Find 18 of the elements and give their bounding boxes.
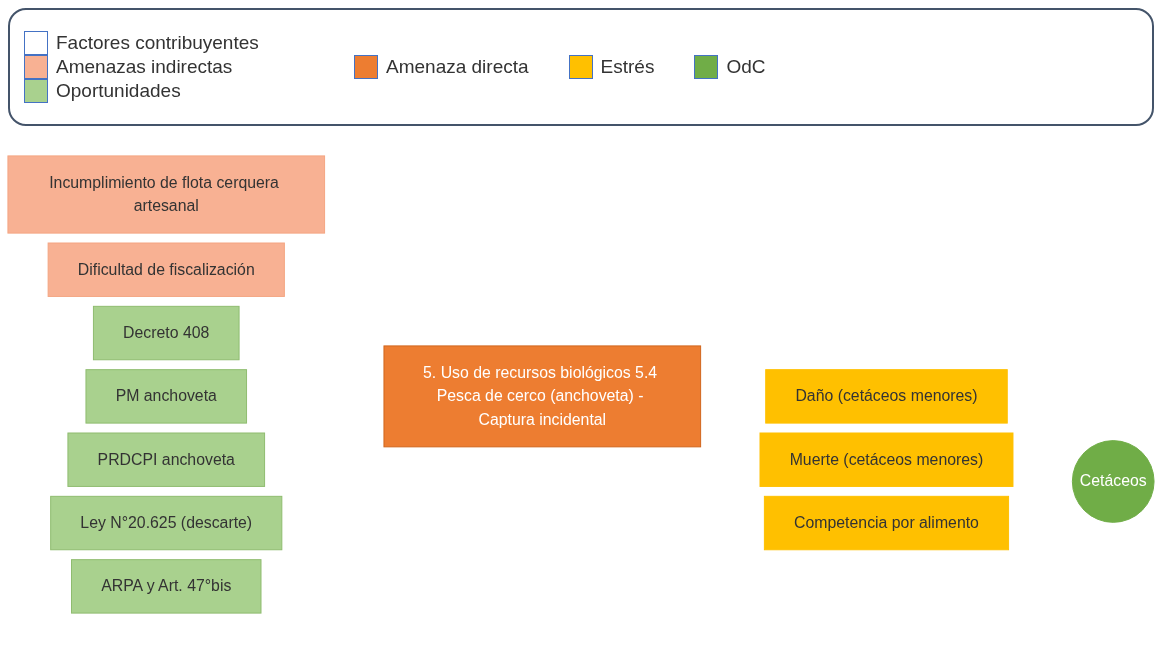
legend-text: OdC: [726, 56, 766, 78]
node-circle: Cetáceos: [1071, 440, 1155, 524]
legend-text: Amenazas indirectas: [56, 56, 233, 78]
node-box: Decreto 408: [92, 306, 240, 361]
node-box: Ley N°20.625 (descarte): [50, 496, 283, 551]
node-box: PRDCPI anchoveta: [67, 433, 266, 488]
legend-text: Factores contribuyentes: [56, 32, 259, 54]
node-box: PM anchoveta: [85, 369, 248, 425]
node-box: Competencia por alimento: [763, 496, 1010, 551]
legend-text: Oportunidades: [56, 80, 181, 102]
node-box: Muerte (cetáceos menores): [759, 433, 1014, 488]
legend-text: Estrés: [600, 56, 655, 78]
legend-text: Amenaza directa: [386, 56, 529, 78]
node-box: ARPA y Art. 47°bis: [71, 559, 262, 615]
node-box: Dificultad de fiscalización: [47, 243, 285, 298]
node-box: Daño (cetáceos menores): [765, 369, 1008, 425]
node-box: 5. Uso de recursos biológicos 5.4 Pesca de cerco (anchoveta) - Captura incidental: [383, 345, 702, 448]
node-box: Incumplimiento de flota cerquera artesanal: [7, 155, 326, 235]
